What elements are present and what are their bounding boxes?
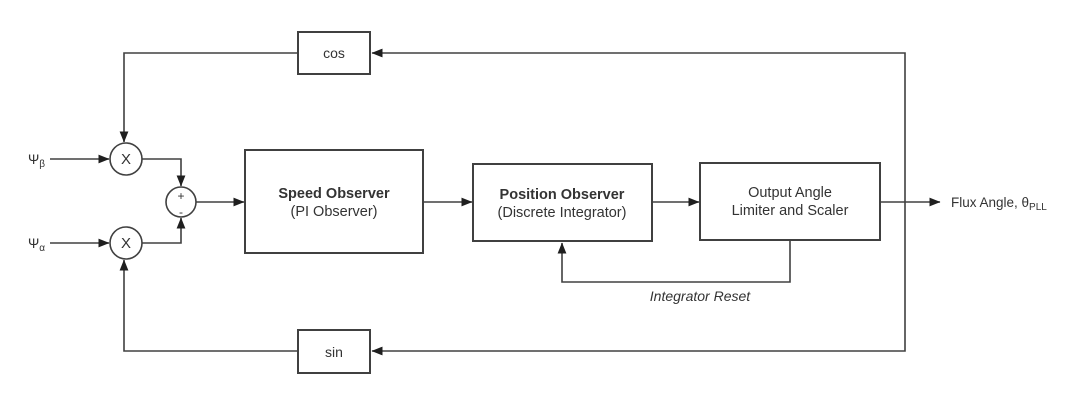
- multiplier-top-symbol: X: [121, 151, 131, 168]
- wire-multiplier-top-to-sum: [142, 158, 186, 187]
- speed-observer-title: Speed Observer: [278, 186, 390, 202]
- speed-observer-block: [244, 149, 424, 254]
- wire-feedback-to-sin: [371, 202, 906, 356]
- speed-observer-subtitle: (PI Observer): [290, 204, 377, 220]
- psi-beta-label: Ψβ: [28, 152, 45, 170]
- flux-angle-subscript: PLL: [1029, 202, 1047, 213]
- sin-block: [297, 329, 371, 374]
- multiplier-top-junction: [109, 142, 143, 176]
- psi-alpha-base: Ψ: [28, 236, 39, 251]
- psi-beta-base: Ψ: [28, 152, 39, 167]
- sin-block-label: sin: [325, 344, 343, 360]
- psi-beta-subscript: β: [39, 159, 45, 170]
- cos-block: [297, 31, 371, 75]
- output-angle-limiter-line1: Output Angle: [748, 185, 832, 201]
- position-observer-title: Position Observer: [500, 187, 625, 203]
- multiplier-bottom-junction: [109, 226, 143, 260]
- wire-feedback-to-cos: [371, 48, 906, 202]
- multiplier-bottom-symbol: X: [121, 235, 131, 252]
- wire-cos-to-multiplier-top: [119, 52, 298, 143]
- cos-block-label: cos: [323, 45, 345, 61]
- integrator-reset-label: Integrator Reset: [650, 288, 751, 304]
- wire-integrator-reset: [557, 240, 791, 283]
- flux-angle-output-label: Flux Angle, θPLL: [951, 195, 1047, 213]
- output-angle-limiter-line2: Limiter and Scaler: [732, 203, 849, 219]
- wire-sin-to-multiplier-bottom: [119, 259, 298, 352]
- position-observer-subtitle: (Discrete Integrator): [498, 205, 627, 221]
- psi-alpha-subscript: α: [39, 243, 45, 254]
- position-observer-block: [472, 163, 653, 242]
- sum-minus-sign: -: [179, 205, 183, 219]
- psi-alpha-label: Ψα: [28, 236, 45, 254]
- sum-plus-sign: +: [177, 189, 184, 203]
- sum-junction: [165, 186, 197, 218]
- output-angle-limiter-block: [699, 162, 881, 241]
- flux-angle-base: Flux Angle, θ: [951, 195, 1029, 210]
- wire-multiplier-bottom-to-sum: [142, 217, 186, 244]
